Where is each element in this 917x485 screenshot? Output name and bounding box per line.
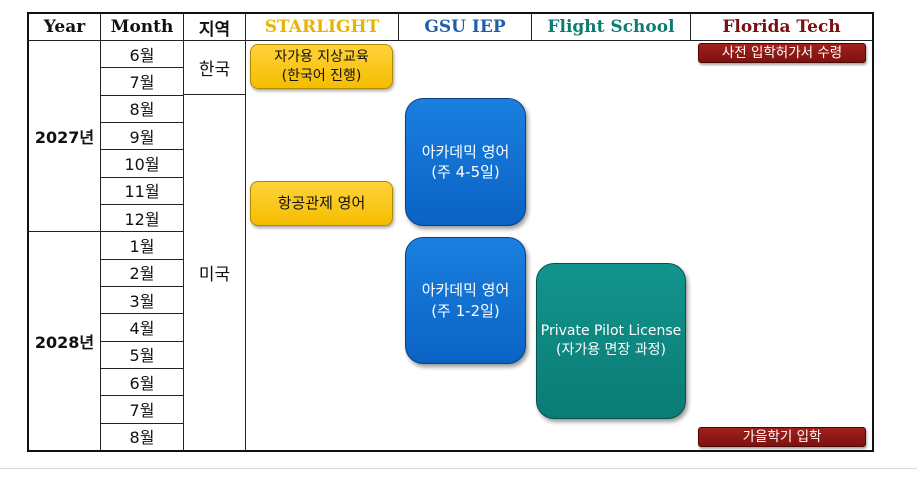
month-divider (101, 313, 184, 315)
month-divider (101, 258, 184, 260)
month-cell: 5월 (129, 346, 155, 366)
month-cell: 8월 (129, 100, 155, 120)
year-2027: 2027년 (34, 127, 95, 147)
header-gsu-iep: GSU IEP (424, 17, 506, 37)
header-florida-tech: Florida Tech (722, 17, 841, 37)
region-divider (183, 94, 246, 95)
private-pilot-license-box: Private Pilot License (자가용 면장 과정) (536, 263, 686, 419)
month-divider (101, 231, 184, 233)
month-cell: 2월 (129, 264, 155, 284)
month-cell: 4월 (129, 318, 155, 338)
private-pilot-license-subtitle: (자가용 면장 과정) (556, 342, 666, 358)
header-starlight: STARLIGHT (264, 17, 380, 37)
month-cell: 9월 (129, 127, 155, 147)
fall-entry-box: 가을학기 입학 (698, 427, 866, 447)
year-2028: 2028년 (34, 332, 95, 352)
academic-english-title-1: 아카데믹 영어 (421, 142, 510, 161)
admission-letter-box: 사전 입학허가서 수령 (698, 43, 866, 63)
header-month: Month (110, 17, 174, 37)
admission-letter-label: 사전 입학허가서 수령 (721, 44, 843, 61)
header-region: 지역 (198, 19, 231, 40)
month-cell: 12월 (124, 209, 160, 229)
month-divider (101, 94, 184, 96)
header-divider-vertical (398, 14, 399, 40)
atc-english-box: 항공관제 영어 (250, 181, 393, 226)
month-divider (101, 285, 184, 287)
header-divider-vertical (690, 14, 691, 40)
column-divider (245, 14, 246, 450)
month-cell: 8월 (129, 428, 155, 448)
month-divider (101, 149, 184, 151)
page-divider (0, 468, 917, 469)
academic-english-schedule-2: (주 1-2일) (431, 301, 500, 320)
region-usa: 미국 (198, 264, 231, 285)
month-divider (101, 203, 184, 205)
month-divider (101, 340, 184, 342)
month-cell: 6월 (129, 45, 155, 65)
ground-school-note: (한국어 진행) (281, 67, 362, 84)
region-korea: 한국 (198, 59, 231, 80)
schedule-table (27, 12, 874, 452)
month-divider (101, 67, 184, 69)
academic-english-box-1: 아카데믹 영어 (주 4-5일) (405, 98, 526, 226)
month-divider (101, 121, 184, 123)
fall-entry-label: 가을학기 입학 (742, 428, 822, 445)
month-cell: 6월 (129, 373, 155, 393)
month-divider (101, 367, 184, 369)
academic-english-title-2: 아카데믹 영어 (421, 281, 510, 300)
atc-english-label: 항공관제 영어 (277, 194, 366, 213)
academic-english-schedule-1: (주 4-5일) (431, 163, 500, 181)
month-divider (101, 422, 184, 424)
month-cell: 7월 (129, 400, 155, 420)
column-divider (100, 14, 101, 450)
header-divider-vertical (531, 14, 532, 40)
year-divider (29, 231, 101, 232)
ground-school-box: 자가용 지상교육 (한국어 진행) (250, 44, 393, 89)
academic-english-box-2: 아카데믹 영어 (주 1-2일) (405, 237, 526, 364)
month-divider (101, 176, 184, 178)
month-divider (101, 395, 184, 397)
month-cell: 1월 (129, 236, 155, 256)
header-flight-school: Flight School (547, 17, 675, 37)
ground-school-title: 자가용 지상교육 (274, 48, 369, 65)
month-cell: 11월 (124, 182, 160, 202)
month-cell: 10월 (124, 154, 160, 174)
private-pilot-license-title: Private Pilot License (540, 323, 682, 340)
header-year: Year (43, 17, 86, 37)
month-cell: 7월 (129, 72, 155, 92)
month-cell: 3월 (129, 291, 155, 311)
header-divider (29, 40, 872, 41)
